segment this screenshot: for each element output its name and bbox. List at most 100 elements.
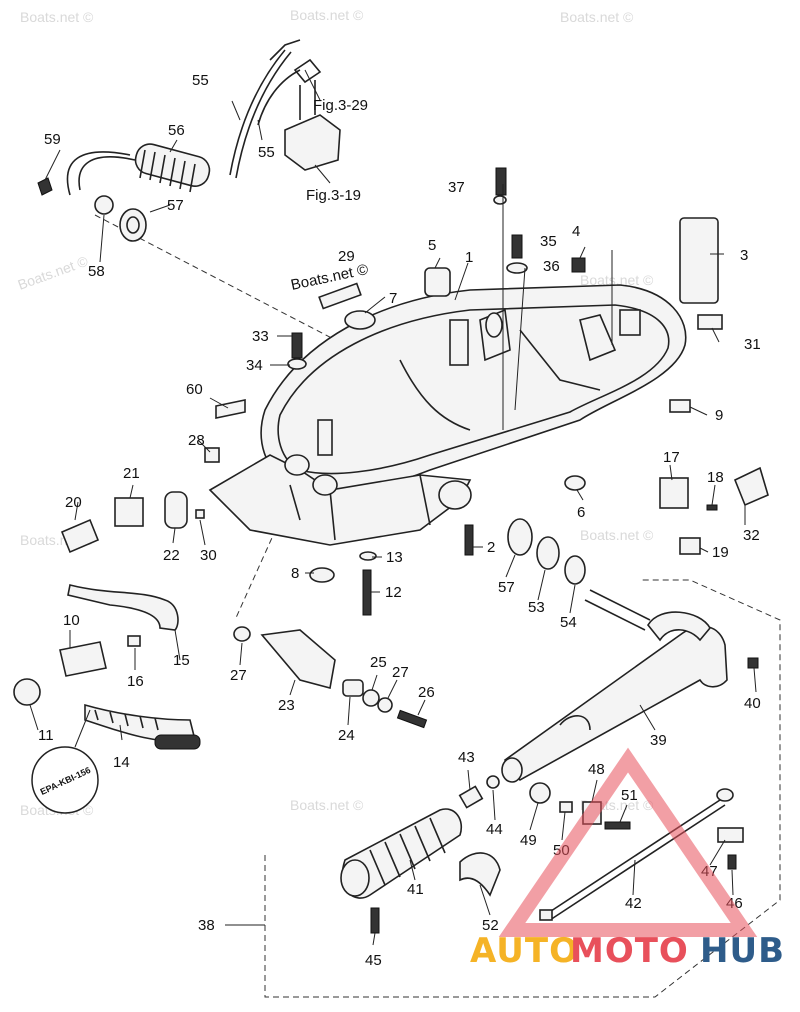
label-part-15: 15 bbox=[173, 652, 190, 669]
label-part-36: 36 bbox=[543, 258, 560, 275]
label-part-10: 10 bbox=[63, 612, 80, 629]
label-part-4: 4 bbox=[572, 223, 580, 240]
watermark-4: Boats.net © bbox=[16, 252, 91, 292]
label-part-28: 28 bbox=[188, 432, 205, 449]
part-20-shape bbox=[60, 518, 100, 554]
epa-stamp: EPA-KBI-156 bbox=[31, 709, 99, 814]
label-part-53: 53 bbox=[528, 599, 545, 616]
label-part-40: 40 bbox=[744, 695, 761, 712]
fig-3-19-label: Fig.3-19 bbox=[306, 187, 361, 204]
automotohub-logo: AUTO MOTO HUB bbox=[470, 747, 785, 971]
tiller-arm bbox=[501, 589, 728, 783]
part-44-shape bbox=[486, 775, 500, 789]
label-part-39: 39 bbox=[650, 732, 667, 749]
label-part-12: 12 bbox=[385, 584, 402, 601]
label-part-13: 13 bbox=[386, 549, 403, 566]
label-part-37: 37 bbox=[448, 179, 465, 196]
label-part-57a: 57 bbox=[167, 197, 184, 214]
part-60-shape bbox=[215, 399, 246, 419]
small-parts bbox=[13, 167, 769, 934]
label-part-7: 7 bbox=[389, 290, 397, 307]
label-part-20: 20 bbox=[65, 494, 82, 511]
watermark-1: Boats.net © bbox=[20, 9, 94, 25]
part-13-shape bbox=[359, 551, 377, 561]
watermark-5: Boats.net © bbox=[580, 272, 654, 288]
cable-guide-line-2 bbox=[234, 519, 281, 621]
part-52-shape bbox=[459, 852, 501, 897]
part-40-shape bbox=[747, 657, 759, 669]
part-29-shape bbox=[318, 282, 362, 310]
label-part-9: 9 bbox=[715, 407, 723, 424]
logo-triangle bbox=[498, 747, 758, 937]
label-part-24: 24 bbox=[338, 727, 355, 744]
label-part-57b: 57 bbox=[498, 579, 515, 596]
label-part-1: 1 bbox=[465, 249, 473, 266]
part-12-shape bbox=[362, 569, 372, 616]
label-part-44: 44 bbox=[486, 821, 503, 838]
part-6-shape bbox=[564, 475, 586, 491]
watermark-7: Boats.net © bbox=[580, 527, 654, 543]
cables bbox=[66, 49, 301, 242]
part-54-shape bbox=[564, 555, 586, 585]
part-49-shape bbox=[529, 782, 551, 804]
label-part-25: 25 bbox=[370, 654, 387, 671]
part-24-shape bbox=[342, 679, 364, 697]
part-43-shape bbox=[458, 785, 484, 809]
label-part-30: 30 bbox=[200, 547, 217, 564]
label-part-49: 49 bbox=[520, 832, 537, 849]
part-46-shape bbox=[727, 854, 737, 870]
label-part-11: 11 bbox=[38, 727, 54, 744]
part-8-shape bbox=[309, 567, 335, 583]
logo-hub: HUB bbox=[700, 931, 785, 971]
label-part-42: 42 bbox=[625, 895, 642, 912]
label-part-51: 51 bbox=[621, 787, 638, 804]
part-37-shape bbox=[495, 167, 507, 196]
part-36-shape bbox=[506, 262, 528, 274]
watermark-3: Boats.net © bbox=[560, 9, 634, 25]
label-part-55b: 55 bbox=[258, 144, 275, 161]
logo-moto: MOTO bbox=[570, 931, 689, 971]
label-part-6: 6 bbox=[577, 504, 585, 521]
label-part-31: 31 bbox=[744, 336, 761, 353]
watermark-2: Boats.net © bbox=[290, 7, 364, 23]
label-part-55a: 55 bbox=[192, 72, 209, 89]
label-part-16: 16 bbox=[127, 673, 144, 690]
part-9-shape bbox=[669, 399, 691, 413]
label-part-8: 8 bbox=[291, 565, 299, 582]
label-part-41: 41 bbox=[407, 881, 424, 898]
label-part-56: 56 bbox=[168, 122, 185, 139]
label-part-34: 34 bbox=[246, 357, 263, 374]
part-31-shape bbox=[697, 314, 723, 330]
part-27b-shape bbox=[377, 697, 393, 713]
hose bbox=[67, 584, 179, 631]
part-50-shape bbox=[559, 801, 573, 813]
label-part-35: 35 bbox=[540, 233, 557, 250]
label-part-27b: 27 bbox=[392, 664, 409, 681]
label-part-43: 43 bbox=[458, 749, 475, 766]
part-11-shape bbox=[13, 678, 41, 706]
part-18-shape bbox=[706, 504, 718, 511]
label-part-52: 52 bbox=[482, 917, 499, 934]
label-part-22: 22 bbox=[163, 547, 180, 564]
part-19-shape bbox=[679, 537, 701, 555]
part-10-shape bbox=[59, 641, 107, 677]
label-part-59: 59 bbox=[44, 131, 61, 148]
label-part-3: 3 bbox=[740, 247, 748, 264]
fuel-hose bbox=[84, 703, 201, 750]
label-part-17: 17 bbox=[663, 449, 680, 466]
part-5-shape bbox=[424, 267, 451, 297]
part-23-shape bbox=[260, 629, 336, 689]
leader-lines bbox=[29, 69, 757, 946]
label-part-33: 33 bbox=[252, 328, 269, 345]
label-part-21: 21 bbox=[123, 465, 140, 482]
part-28-shape bbox=[204, 447, 220, 463]
label-part-45: 45 bbox=[365, 952, 382, 969]
part-34-shape bbox=[287, 358, 307, 370]
part-35-shape bbox=[511, 234, 523, 259]
fig-bracket-sketch bbox=[269, 39, 341, 171]
label-part-18: 18 bbox=[707, 469, 724, 486]
part-labels: 1 2 3 4 5 6 7 8 9 10 11 12 13 14 15 16 1… bbox=[38, 72, 761, 969]
label-part-48: 48 bbox=[588, 761, 605, 778]
label-part-26: 26 bbox=[418, 684, 435, 701]
label-part-60: 60 bbox=[186, 381, 203, 398]
